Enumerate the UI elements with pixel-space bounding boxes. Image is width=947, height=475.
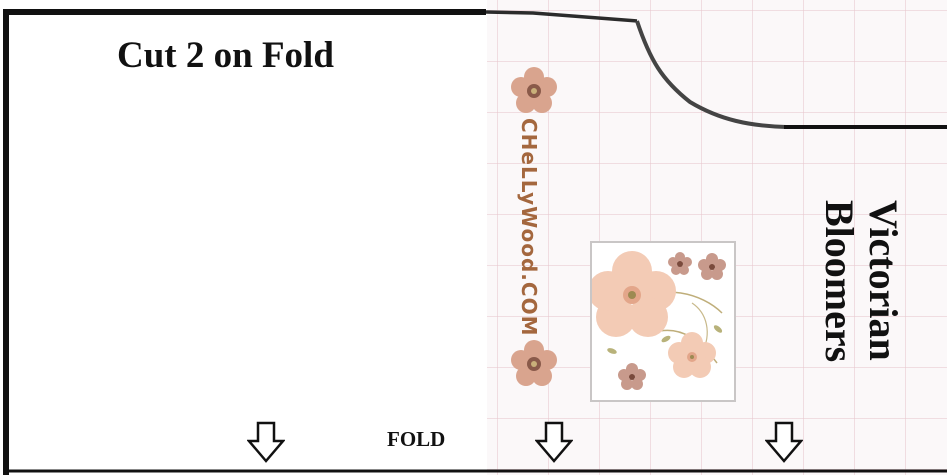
flower-icon xyxy=(511,340,557,386)
title-line-bloomers: Bloomers xyxy=(817,200,862,363)
pattern-piece-fill xyxy=(0,0,487,475)
cut-instruction: Cut 2 on Fold xyxy=(117,35,334,76)
brand-watermark: CHeLLyWood.COM xyxy=(517,118,541,337)
title-line-victorian: Victorian xyxy=(861,200,906,361)
grid-paper-background xyxy=(485,0,947,475)
fold-label: FOLD xyxy=(387,427,446,451)
down-arrow-icon xyxy=(765,421,803,463)
floral-logo-icon xyxy=(588,241,736,402)
flower-icon xyxy=(511,67,557,113)
down-arrow-icon xyxy=(535,421,573,463)
pattern-title: Victorian Bloomers xyxy=(815,200,906,390)
down-arrow-icon xyxy=(247,421,285,463)
